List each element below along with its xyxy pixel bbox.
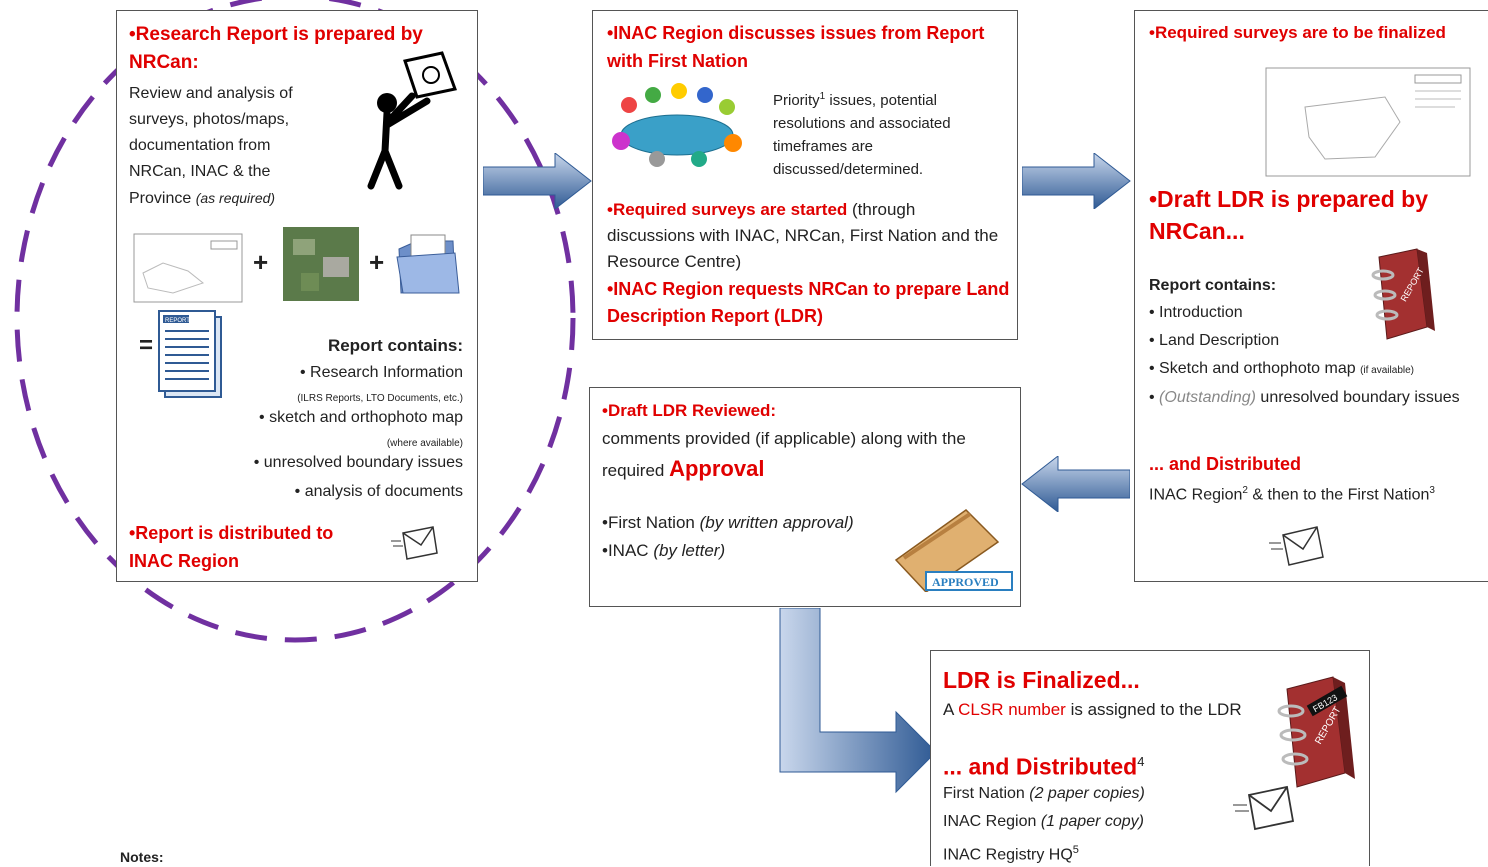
box3-distributed-title: ... and Distributed	[1149, 454, 1302, 474]
inac-discussion-box: •INAC Region discusses issues from Repor…	[592, 10, 1018, 340]
ldr-finalized-box: LDR is Finalized... A CLSR number is ass…	[930, 650, 1370, 866]
box4-body: comments provided (if applicable) along …	[602, 429, 966, 481]
box3-draft-title: •Draft LDR is prepared by NRCan...	[1149, 186, 1428, 244]
report-book-icon: REPORT	[1371, 248, 1435, 340]
box1-item-1: • Research Information(ILRS Reports, LTO…	[297, 364, 463, 404]
report-icon-label: REPORT	[165, 318, 190, 324]
box3-item-1: • Introduction	[1149, 304, 1243, 321]
box1-distributed: •Report is distributed to INAC Region	[129, 523, 334, 571]
arrow-left	[1021, 456, 1130, 512]
envelope-icon-3	[1233, 785, 1295, 831]
finalized-report-book-icon: FB123 REPORT	[1277, 676, 1355, 788]
box1-item-3: • unresolved boundary issues	[253, 454, 463, 471]
stamp-label: APPROVED	[932, 575, 999, 589]
box1-title: •Research Report is prepared by NRCan:	[129, 24, 423, 73]
box1-item-2: • sketch and orthophoto map(where availa…	[259, 409, 463, 449]
box5-clsr: A CLSR number is assigned to the LDR	[943, 700, 1242, 719]
aerial-photo-thumbnail	[283, 227, 359, 301]
envelope-icon-1	[391, 526, 438, 560]
box4-title: •Draft LDR Reviewed:	[602, 401, 777, 420]
box2-title: •INAC Region discusses issues from Repor…	[607, 23, 985, 71]
box3-item-4: • (Outstanding) unresolved boundary issu…	[1149, 389, 1460, 406]
arrow-right-1	[483, 153, 592, 209]
plus-sign-1: +	[253, 247, 269, 277]
box5-distributed: ... and Distributed4	[943, 753, 1145, 780]
meeting-table-icon	[612, 83, 742, 167]
arrow-down-right	[779, 608, 937, 794]
box3-distributed-text: INAC Region2 & then to the First Nation3	[1149, 485, 1435, 504]
box2-priority-text: Priority1 issues, potential resolutions …	[773, 91, 951, 178]
approved-stamp-icon: APPROVED	[894, 509, 1013, 592]
folder-icon	[396, 234, 460, 294]
box2-request-text: •INAC Region requests NRCan to prepare L…	[607, 279, 1010, 326]
box4-inac: •INAC (by letter)	[602, 541, 726, 560]
box3-item-2: • Land Description	[1149, 332, 1280, 349]
notes-label: Notes:	[120, 849, 164, 865]
report-document-icon: REPORT	[158, 310, 222, 398]
research-report-box: •Research Report is prepared by NRCan: R…	[116, 10, 478, 582]
box5-line-1: First Nation (2 paper copies)	[943, 785, 1145, 802]
survey-plan-thumbnail	[133, 233, 243, 303]
box1-contains-label: Report contains:	[327, 336, 463, 355]
box2-surveys-text: •Required surveys are started (through d…	[607, 200, 999, 271]
survey-plan-thumbnail-2	[1265, 67, 1471, 177]
person-with-sign-icon	[367, 51, 457, 190]
envelope-icon-2	[1269, 526, 1324, 566]
draft-ldr-box: •Required surveys are to be finalized •D…	[1134, 10, 1488, 582]
box5-line-2: INAC Region (1 paper copy)	[943, 813, 1144, 830]
box1-intro: Review and analysis of surveys, photos/m…	[129, 85, 293, 207]
box3-item-3: • Sketch and orthophoto map (if availabl…	[1149, 360, 1414, 377]
arrow-right-2	[1022, 153, 1131, 209]
draft-ldr-reviewed-box: •Draft LDR Reviewed: comments provided (…	[589, 387, 1021, 607]
box5-line-3: INAC Registry HQ5	[943, 844, 1079, 864]
box4-first-nation: •First Nation (by written approval)	[602, 513, 854, 532]
equals-sign: =	[139, 332, 154, 359]
box3-title: •Required surveys are to be finalized	[1149, 23, 1446, 42]
box3-contains-label: Report contains:	[1149, 277, 1277, 294]
box5-title: LDR is Finalized...	[943, 667, 1140, 693]
box1-item-4: • analysis of documents	[294, 483, 463, 500]
plus-sign-2: +	[369, 247, 385, 277]
